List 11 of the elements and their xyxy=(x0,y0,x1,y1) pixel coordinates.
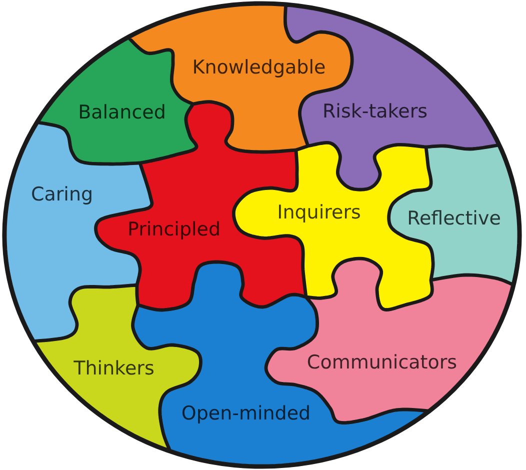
piece-label: Caring xyxy=(30,186,94,204)
piece-label: Inquirers xyxy=(277,204,361,222)
piece-label: Risk-takers xyxy=(322,102,428,122)
piece-label: Balanced xyxy=(78,104,166,122)
piece-label: Open-minded xyxy=(181,404,311,424)
piece-label: Knowledgable xyxy=(192,58,326,78)
piece-label: Communicators xyxy=(306,354,458,372)
piece-label: Principled xyxy=(127,220,221,240)
piece-label: Reflective xyxy=(407,210,501,228)
piece-label: Thinkers xyxy=(74,360,154,378)
puzzle-piece xyxy=(387,144,520,286)
